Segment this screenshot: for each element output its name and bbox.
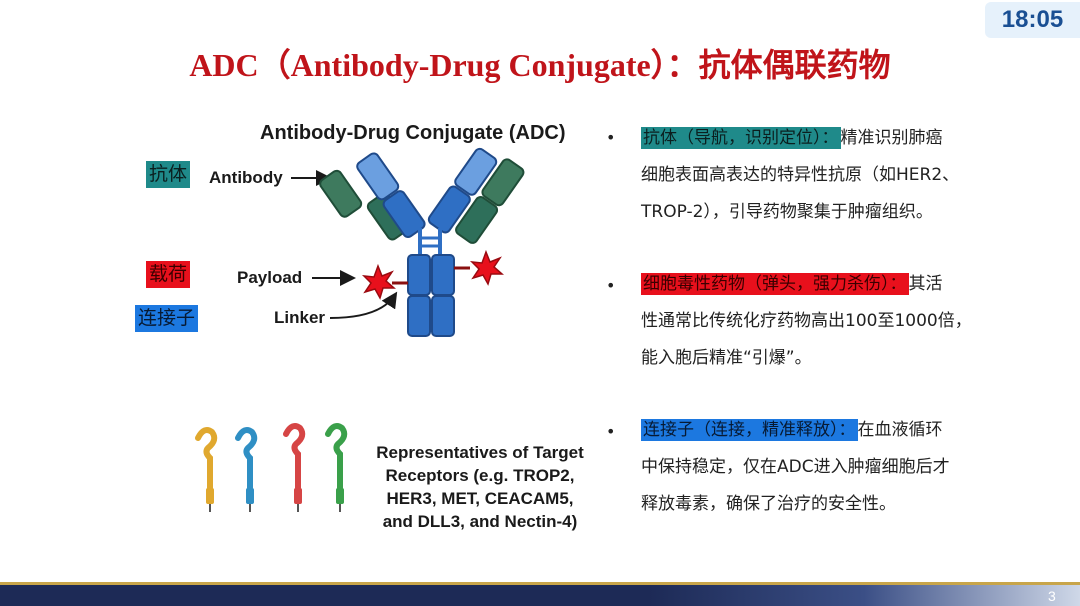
clock: 18:05 (985, 2, 1080, 38)
receptor-icon-2 (235, 427, 258, 512)
highlight-antibody: 抗体（导航，识别定位）： (641, 127, 841, 149)
tag-antibody: 抗体 (146, 161, 191, 188)
bullet-line: 能入胞后精准“引爆”。 (641, 348, 812, 368)
bullet-payload: 细胞毒性药物（弹头，强力杀伤）：其活 性通常比传统化疗药物高出100至1000倍… (641, 266, 1026, 377)
bullet-text: 在血液循环 (857, 420, 943, 440)
bullet-marker: • (606, 422, 616, 441)
bullet-line: 性通常比传统化疗药物高出100至1000倍， (641, 311, 972, 331)
bullet-line: 中保持稳定，仅在ADC进入肿瘤细胞后才 (641, 457, 950, 477)
target-receptors-illustration (195, 423, 348, 512)
highlight-payload: 细胞毒性药物（弹头，强力杀伤）： (641, 273, 909, 295)
tag-linker: 连接子 (135, 305, 199, 332)
linker-arrow (329, 291, 398, 319)
bullet-marker: • (606, 276, 616, 295)
left-heavy-chain (356, 152, 426, 239)
bullet-text: 其活 (908, 274, 943, 294)
receptors-caption-line: Receptors (e.g. TROP2, (385, 466, 575, 485)
right-light-chain (455, 158, 525, 244)
bullet-line: 释放毒素，确保了治疗的安全性。 (641, 494, 896, 514)
receptors-caption-line: Representatives of Target (376, 443, 584, 462)
right-payload-star (469, 249, 504, 286)
bullet-antibody: 抗体（导航，识别定位）：精准识别肺癌 细胞表面高表达的特异性抗原（如HER2、 … (641, 120, 1026, 231)
bullet-line: 抗体（导航，识别定位）：精准识别肺癌 (641, 120, 1026, 157)
bullet-linker: 连接子（连接，精准释放）：在血液循环 中保持稳定，仅在ADC进入肿瘤细胞后才 释… (641, 412, 1026, 523)
antibody-label: Antibody (209, 168, 283, 187)
left-payload-star (361, 263, 396, 300)
bullet-text: 精准识别肺癌 (840, 128, 943, 148)
receptor-icon-3 (283, 423, 306, 512)
footer-accent-line (0, 582, 1080, 586)
bullet-line: 连接子（连接，精准释放）：在血液循环 (641, 412, 1026, 449)
receptor-icon-4 (325, 423, 348, 512)
receptors-caption: Representatives of Target Receptors (e.g… (355, 441, 605, 533)
slide-title: ADC（Antibody-Drug Conjugate）：抗体偶联药物 (189, 47, 891, 83)
receptors-caption-line: HER3, MET, CEACAM5, (386, 489, 574, 508)
payload-label: Payload (237, 268, 303, 287)
bullet-line: TROP-2），引导药物聚集于肿瘤组织。 (641, 202, 933, 222)
adc-antibody-illustration (291, 147, 525, 337)
adc-diagram-title: Antibody-Drug Conjugate (ADC) (260, 122, 566, 144)
linker-label: Linker (274, 308, 326, 327)
footer-bar (0, 585, 1080, 606)
bullet-marker: • (606, 128, 616, 147)
right-heavy-chain (427, 147, 498, 234)
receptor-icon-1 (195, 427, 218, 512)
highlight-linker: 连接子（连接，精准释放）： (641, 419, 858, 441)
page-number: 3 (1048, 588, 1056, 604)
bullet-line: 细胞毒性药物（弹头，强力杀伤）：其活 (641, 266, 1026, 303)
tag-payload: 载荷 (146, 261, 191, 288)
receptors-caption-line: and DLL3, and Nectin-4) (382, 512, 578, 531)
bullet-line: 细胞表面高表达的特异性抗原（如HER2、 (641, 165, 960, 185)
